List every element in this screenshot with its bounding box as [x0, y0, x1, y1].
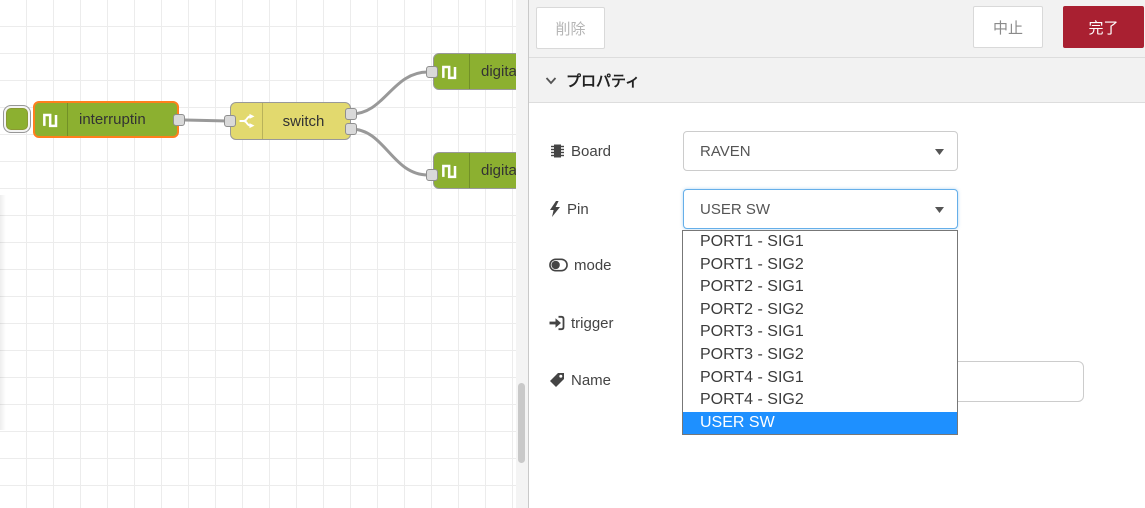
delete-button[interactable]: 削除 [536, 7, 605, 49]
dropdown-option[interactable]: PORT3 - SIG1 [700, 323, 804, 341]
select-arrow-icon [935, 207, 944, 213]
dropdown-option[interactable]: PORT1 - SIG2 [700, 255, 804, 273]
node-digitalout-1[interactable]: digita [433, 53, 516, 90]
pin-select-value: USER SW [700, 200, 771, 218]
mode-label-text: mode [574, 256, 612, 274]
sign-in-icon [549, 315, 565, 331]
node-digitalout-2[interactable]: digita [433, 152, 516, 189]
node-interruptin[interactable]: interruptin [33, 101, 179, 138]
trigger-label-text: trigger [571, 314, 614, 332]
board-select-value: RAVEN [700, 142, 751, 160]
tag-icon [550, 373, 564, 387]
wires-layer [183, 70, 430, 177]
node-label: interruptin [79, 111, 146, 128]
dropdown-option[interactable]: PORT2 - SIG2 [700, 300, 804, 318]
edit-panel: 削除 中止 完了 プロパティ Board [528, 0, 1145, 508]
dropdown-option[interactable]: PORT1 - SIG1 [700, 233, 804, 250]
square-wave-icon [434, 153, 470, 188]
port-digital1-in[interactable] [426, 66, 438, 78]
pin-field-label: Pin [549, 189, 589, 229]
dropdown-option[interactable]: PORT4 - SIG1 [700, 368, 804, 386]
port-switch-out-1[interactable] [345, 108, 357, 120]
wire-interruptin-switch [183, 118, 230, 123]
name-label-text: Name [571, 371, 612, 389]
vertical-scrollbar[interactable] [516, 0, 528, 508]
node-label: digita [481, 162, 516, 179]
node-trigger-button-fill [6, 108, 28, 130]
port-digital2-in[interactable] [426, 169, 438, 181]
board-select[interactable]: RAVEN [683, 131, 958, 171]
done-button[interactable]: 完了 [1063, 6, 1144, 48]
flow-canvas[interactable]: interruptin switch digita [0, 0, 516, 508]
square-wave-icon [35, 103, 68, 136]
mode-field-label: mode [549, 245, 612, 285]
node-label: switch [282, 112, 325, 130]
board-field-label: Board [549, 131, 611, 171]
node-trigger-button[interactable] [3, 105, 31, 133]
node-switch[interactable]: switch [230, 102, 351, 140]
edit-panel-header: 削除 中止 完了 [529, 0, 1145, 58]
port-interruptin-out[interactable] [173, 114, 185, 126]
section-title: プロパティ [566, 72, 641, 90]
square-wave-icon [434, 54, 470, 89]
port-switch-out-2[interactable] [345, 123, 357, 135]
dropdown-option-selected[interactable]: USER SW [683, 411, 957, 435]
port-switch-in[interactable] [224, 115, 236, 127]
wire-switch-digital1 [349, 70, 430, 116]
properties-section-header[interactable]: プロパティ [529, 58, 1145, 103]
dropdown-option[interactable]: PORT4 - SIG2 [700, 391, 804, 409]
select-arrow-icon [935, 149, 944, 155]
pin-label-text: Pin [567, 200, 589, 218]
palette-edge-shadow [0, 195, 6, 430]
dropdown-option[interactable]: PORT2 - SIG1 [700, 278, 804, 296]
cancel-button[interactable]: 中止 [973, 6, 1043, 48]
pin-select[interactable]: USER SW [683, 189, 958, 229]
scrollbar-thumb[interactable] [518, 383, 525, 463]
node-label: digita [481, 63, 516, 80]
chevron-down-icon [545, 75, 557, 86]
name-field-label: Name [549, 360, 611, 400]
wire-switch-digital2 [349, 127, 430, 177]
fork-icon [231, 103, 263, 139]
trigger-field-label: trigger [549, 303, 614, 343]
toggle-icon [549, 258, 568, 272]
bolt-icon [550, 201, 560, 217]
board-label-text: Board [571, 142, 612, 160]
dropdown-option[interactable]: PORT3 - SIG2 [700, 345, 804, 363]
pin-dropdown: PORT1 - SIG1 PORT1 - SIG2 PORT2 - SIG1 P… [682, 230, 958, 436]
microchip-icon [551, 144, 564, 158]
